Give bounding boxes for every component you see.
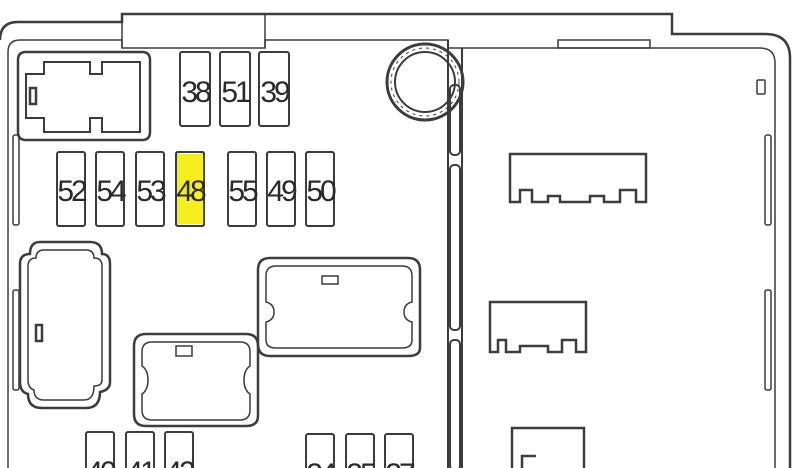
fuse-label-52: 52	[57, 175, 87, 208]
fuse-label-55: 55	[228, 175, 258, 208]
fuse-48-highlight	[177, 154, 203, 224]
fuse-row-middle-labels: 52 54 53 48 55 49 50	[57, 175, 339, 208]
fuse-label-34: 34	[306, 458, 336, 468]
fuse-label-39: 39	[260, 76, 290, 109]
fuse-label-38: 38	[181, 76, 211, 109]
fuse-row-bottom-labels: 40 41 42 34 35 37	[86, 456, 418, 468]
fuse-label-53: 53	[136, 175, 166, 208]
side-rails	[12, 79, 772, 391]
round-grommet	[385, 42, 465, 122]
relay-top-left	[16, 50, 152, 142]
fuse-row-bottom-right	[305, 433, 414, 468]
connector-right-upper	[508, 152, 648, 204]
connector-right-middle	[488, 300, 588, 354]
fuse-label-40: 40	[86, 456, 116, 468]
relay-lower-middle	[132, 332, 260, 428]
relay-center	[256, 256, 422, 358]
fuse-label-54: 54	[96, 175, 126, 208]
fuse-label-41: 41	[126, 456, 156, 468]
relay-tall-left	[18, 240, 112, 410]
fuse-row-bottom-left	[85, 431, 194, 468]
fuse-label-50: 50	[306, 175, 336, 208]
fuse-label-49: 49	[267, 175, 297, 208]
fuse-label-48: 48	[176, 175, 206, 208]
connector-right-lower	[510, 426, 586, 468]
fuse-row-top	[179, 51, 290, 127]
fuse-row-top-labels: 38 51 39	[181, 76, 293, 109]
fuse-label-42: 42	[165, 456, 195, 468]
fuse-label-51: 51	[221, 76, 251, 109]
fuse-box-housing	[0, 12, 792, 468]
fuse-48-border	[175, 151, 205, 227]
fuse-label-35: 35	[346, 458, 376, 468]
fuse-label-37: 37	[385, 458, 415, 468]
